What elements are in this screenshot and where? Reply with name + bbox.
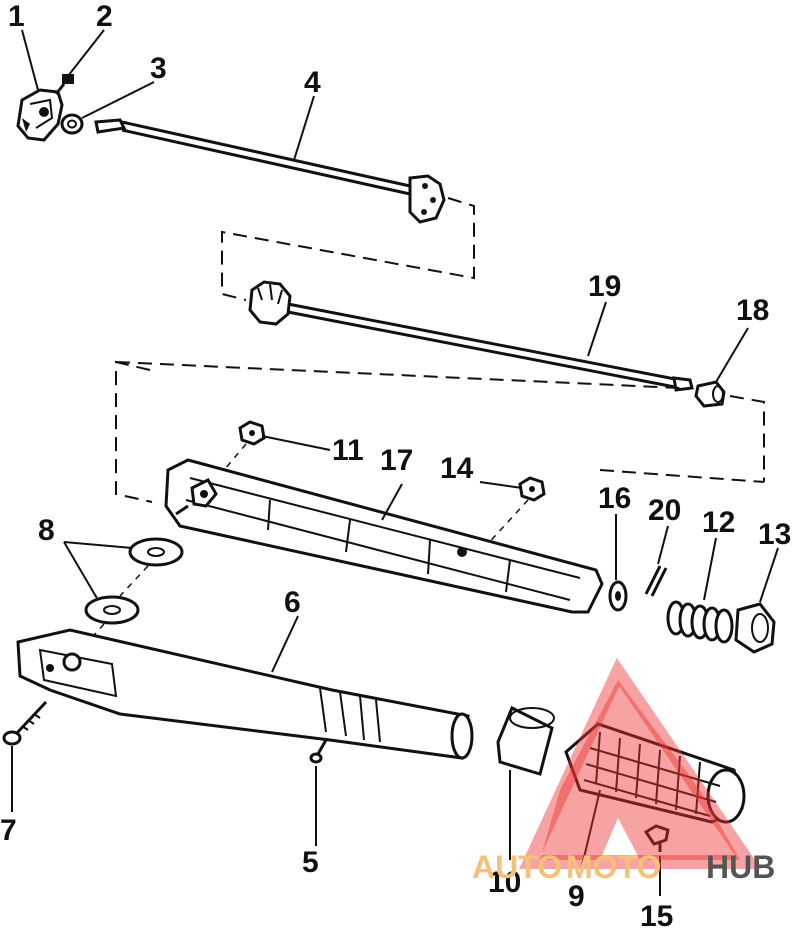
part-1-bracket [16, 88, 64, 142]
watermark-triangle-logo [540, 680, 740, 860]
callout-11: 11 [332, 434, 364, 467]
part-20-pin [644, 565, 668, 597]
part-10-sleeve [496, 705, 555, 776]
callout-16: 16 [598, 482, 631, 515]
callout-7: 7 [0, 814, 17, 847]
callout-4: 4 [304, 66, 321, 99]
dashed-connector-top [115, 361, 681, 389]
part-13-cap [734, 602, 776, 654]
callout-19: 19 [588, 270, 621, 303]
part-17-housing [164, 458, 604, 614]
part-14-nut [518, 476, 546, 502]
part-18-bushing [694, 380, 726, 408]
part-5-screw [309, 739, 328, 764]
callout-18: 18 [736, 294, 769, 327]
part-16-washer [608, 580, 628, 612]
callout-2: 2 [96, 0, 113, 33]
dotted-line-8 [119, 565, 149, 597]
part-12-spring [666, 600, 734, 644]
callout-8: 8 [38, 514, 55, 547]
callout-9: 9 [568, 880, 585, 913]
part-6-tiller-arm [16, 628, 474, 760]
watermark-text-moto: MOTO [566, 849, 661, 885]
part-8-washers [84, 537, 184, 625]
automotohub-watermark: AUTO MOTO HUB [472, 657, 775, 885]
part-3-washer [60, 113, 84, 135]
dashed-connector-bottom [599, 469, 765, 483]
callout-3: 3 [150, 52, 167, 85]
callout-14: 14 [440, 452, 474, 485]
callout-12: 12 [702, 506, 735, 539]
callout-13: 13 [758, 518, 791, 551]
dotted-line-14 [461, 499, 529, 573]
part-4-shaft [94, 118, 446, 224]
callout-1: 1 [8, 0, 25, 33]
callout-15: 15 [640, 900, 673, 930]
callout-17: 17 [380, 444, 413, 477]
callout-5: 5 [302, 846, 319, 879]
callout-10: 10 [488, 866, 521, 899]
part-9-grip [564, 722, 746, 824]
callout-20: 20 [648, 494, 681, 527]
callout-6: 6 [284, 586, 301, 619]
leader-lines [11, 29, 779, 896]
part-2-screw [54, 74, 74, 95]
dashed-connector-19-17 [115, 360, 765, 503]
watermark-text-auto: AUTO [472, 849, 562, 885]
dashed-connector-4-19 [221, 197, 475, 301]
part-19-shaft [248, 280, 694, 392]
part-15-screw [643, 824, 670, 852]
watermark-text-hub: HUB [706, 849, 775, 885]
part-7-screw [2, 700, 48, 746]
part-11-nut [238, 420, 266, 446]
watermark-triangle-outline [519, 657, 762, 869]
